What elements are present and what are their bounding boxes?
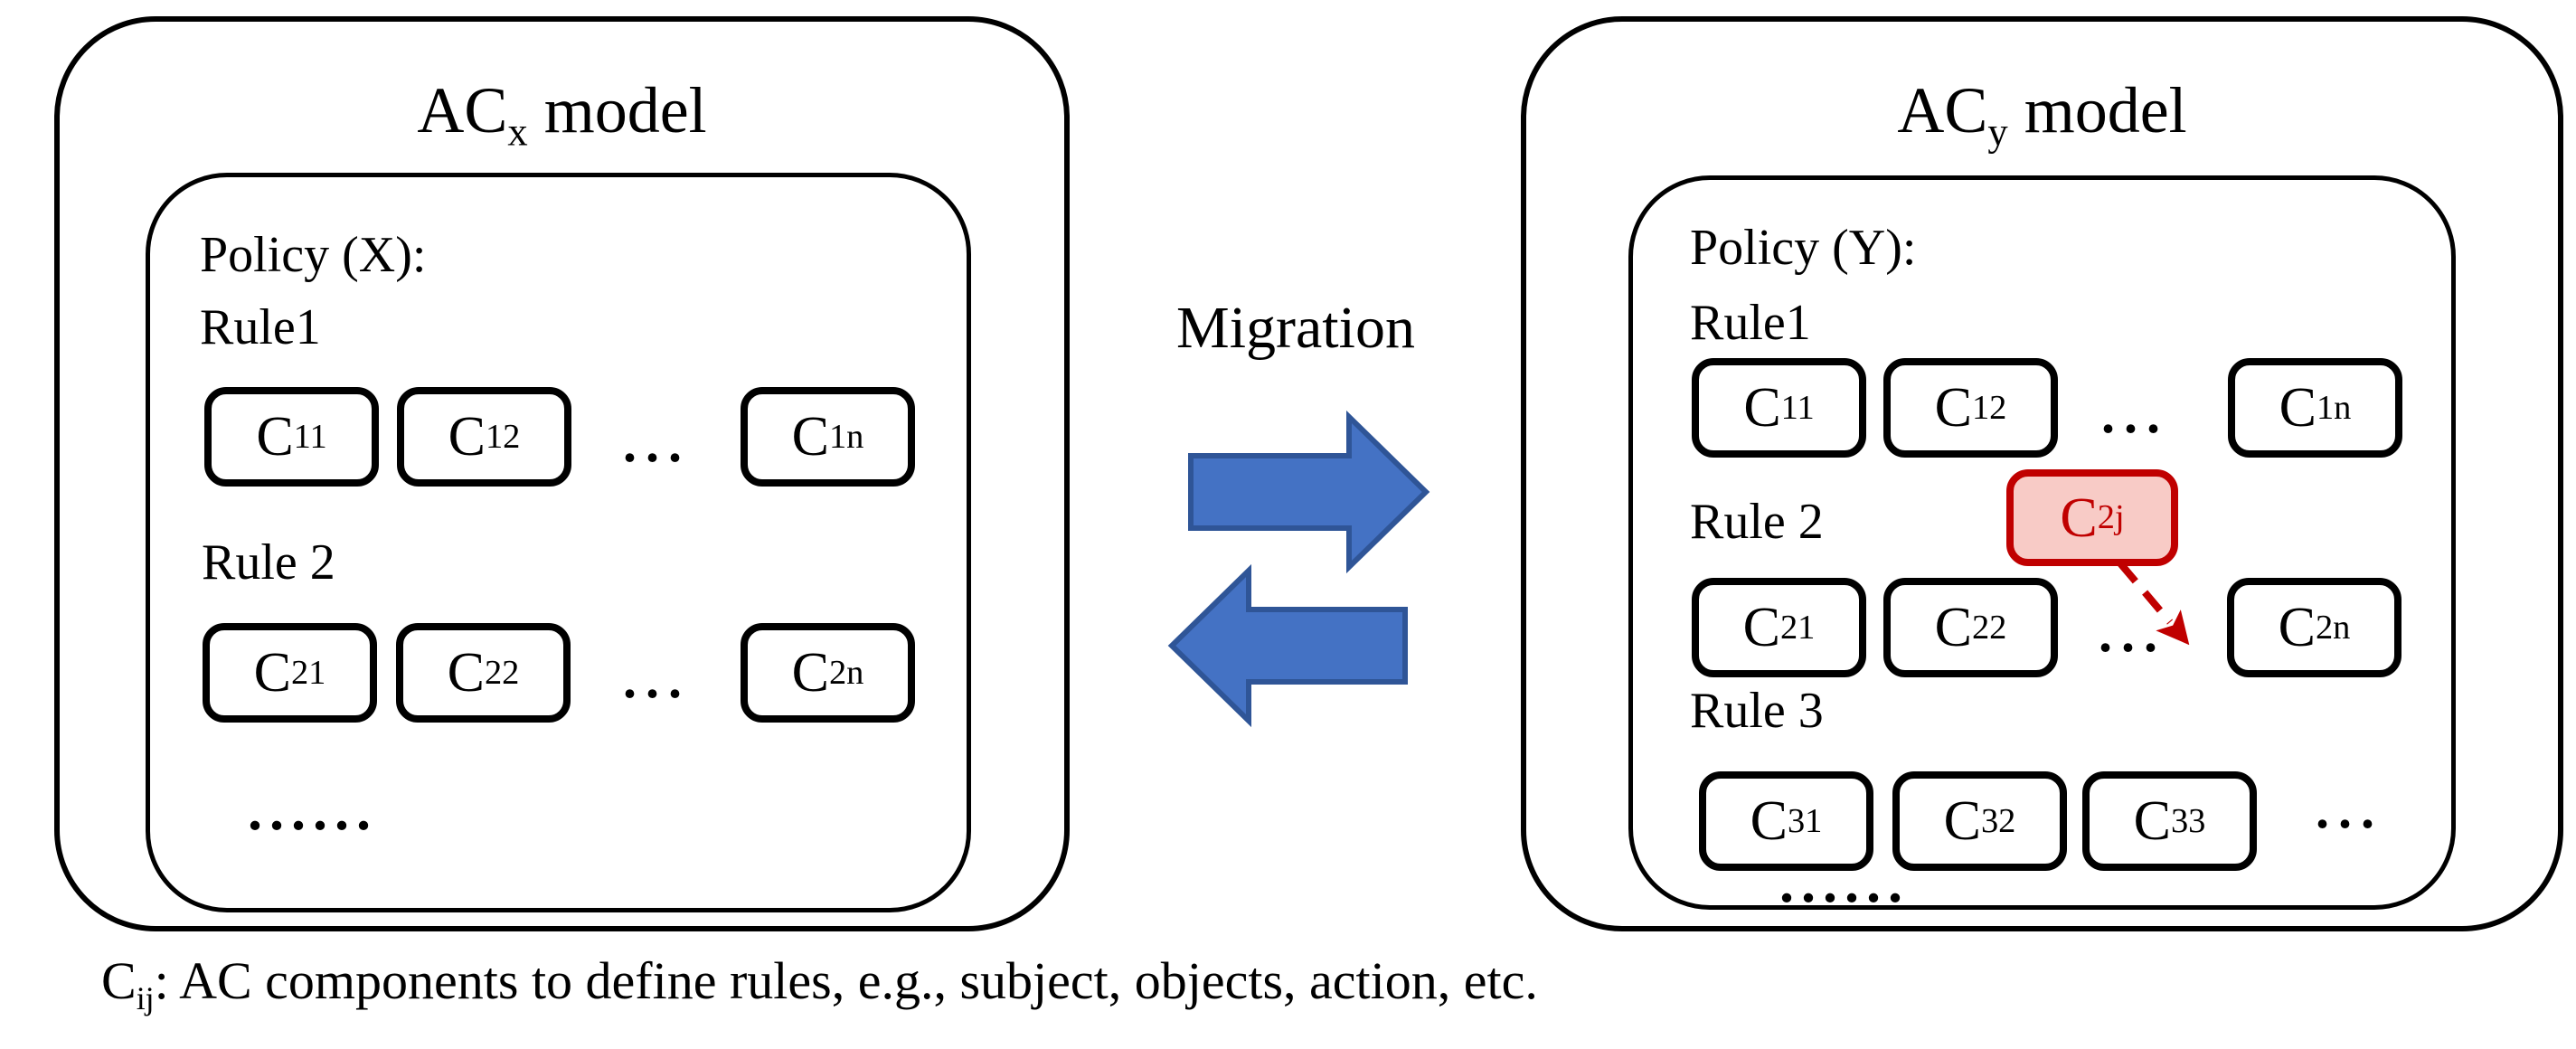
- figure-caption: Cij: AC components to define rules, e.g.…: [101, 951, 1538, 1016]
- left-row1-ellipsis: ...: [623, 413, 691, 473]
- right-rule2-label: Rule 2: [1690, 494, 1824, 550]
- left-rule1-label: Rule1: [200, 299, 321, 355]
- left-row2-ellipsis: ...: [623, 649, 691, 709]
- policy-x-box: [146, 173, 971, 912]
- right-more-rules-ellipsis: ......: [1779, 850, 1910, 914]
- migration-label: Migration: [1176, 295, 1415, 361]
- policy-y-label: Policy (Y):: [1690, 220, 1917, 276]
- right-rule1-label: Rule1: [1690, 295, 1811, 351]
- migration-arrow-right-icon: [1188, 410, 1430, 574]
- policy-x-label: Policy (X):: [200, 227, 427, 283]
- acx-model-title: ACx model: [417, 74, 707, 155]
- right-row2-ellipsis: ...: [2099, 603, 2166, 663]
- right-row3-ellipsis: ...: [2316, 780, 2383, 839]
- right-row1-ellipsis: ...: [2101, 384, 2169, 444]
- acy-model-title: ACy model: [1897, 74, 2187, 155]
- left-more-rules-ellipsis: ......: [248, 778, 378, 842]
- migration-arrow-left-icon: [1167, 563, 1408, 728]
- left-rule2-label: Rule 2: [202, 534, 335, 591]
- right-rule3-label: Rule 3: [1690, 683, 1824, 739]
